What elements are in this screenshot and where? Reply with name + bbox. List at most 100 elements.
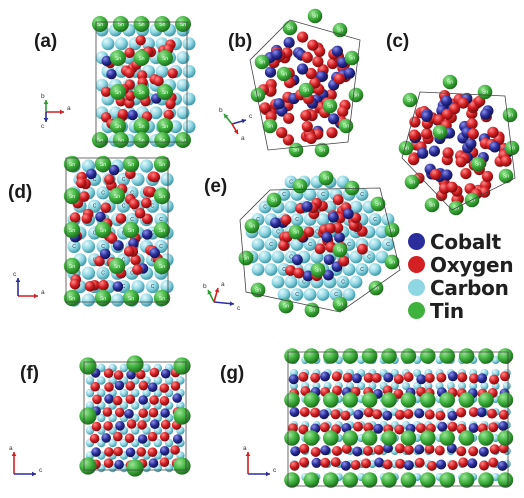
tin-atom bbox=[342, 472, 359, 488]
carbon-atom bbox=[131, 280, 145, 294]
tin-atom bbox=[108, 187, 126, 205]
axis-c-label: c bbox=[39, 467, 43, 474]
oxygen-atom bbox=[170, 381, 181, 391]
carbon-atom-label: C bbox=[360, 267, 364, 273]
carbon-atom bbox=[101, 37, 115, 51]
oxygen-atom bbox=[159, 457, 170, 468]
axis-c-label: c bbox=[237, 305, 241, 312]
tin-atom-label: Sn bbox=[389, 228, 395, 234]
axis-c-arrow-icon bbox=[15, 278, 21, 282]
cobalt-atom bbox=[417, 147, 429, 159]
carbon-atom bbox=[87, 199, 102, 213]
oxygen-atom bbox=[487, 126, 499, 138]
carbon-atom-label: C bbox=[282, 192, 286, 198]
tin-atom-label: Sn bbox=[162, 56, 168, 62]
oxygen-atom bbox=[372, 409, 383, 420]
tin-atom bbox=[400, 430, 417, 446]
carbon-atom-label: C bbox=[315, 229, 319, 235]
tin-atom-label: Sn bbox=[407, 98, 413, 104]
tin-atom bbox=[342, 348, 359, 364]
carbon-atom-label: C bbox=[295, 217, 299, 223]
tin-atom bbox=[477, 84, 493, 100]
oxygen-atom bbox=[159, 396, 170, 406]
tin-atom-label: Sn bbox=[100, 162, 106, 168]
tin-atom bbox=[478, 472, 494, 488]
carbon-atom bbox=[316, 188, 330, 201]
tin-atom bbox=[381, 348, 397, 364]
tin-atom bbox=[424, 197, 440, 213]
oxygen-atom bbox=[79, 191, 90, 202]
carbon-atom-label: C bbox=[263, 204, 267, 210]
tin-atom-label: Sn bbox=[287, 26, 293, 32]
carbon-atom bbox=[349, 200, 363, 214]
cobalt-atom bbox=[319, 409, 329, 420]
oxygen-atom bbox=[165, 98, 176, 110]
tin-atom bbox=[502, 107, 518, 123]
oxygen-atom bbox=[309, 77, 321, 89]
carbon-atom-label: C bbox=[367, 254, 371, 260]
carbon-atom-label: C bbox=[276, 229, 280, 235]
oxygen-atom bbox=[488, 457, 499, 468]
cobalt-atom bbox=[340, 460, 351, 471]
tin-atom bbox=[458, 472, 475, 488]
oxygen-atom bbox=[489, 444, 500, 455]
carbon-atom bbox=[110, 293, 125, 307]
oxygen-atom bbox=[457, 97, 469, 109]
carbon-atom bbox=[176, 78, 190, 92]
tin-atom bbox=[439, 472, 456, 488]
tin-atom bbox=[133, 16, 150, 32]
oxygen-atom bbox=[69, 279, 81, 290]
tin-atom-label: Sn bbox=[138, 124, 144, 130]
cobalt-atom bbox=[478, 446, 489, 457]
tin-atom bbox=[79, 357, 97, 375]
oxygen-atom bbox=[100, 202, 112, 214]
oxygen-atom bbox=[456, 407, 467, 418]
oxygen-atom bbox=[310, 407, 321, 418]
tin-atom-label: Sn bbox=[503, 174, 509, 180]
tin-atom bbox=[384, 254, 400, 270]
cobalt-atom bbox=[441, 169, 453, 181]
oxygen-atom bbox=[130, 254, 141, 266]
tin-atom-label: Sn bbox=[243, 256, 249, 262]
tin-atom bbox=[157, 118, 173, 134]
tin-atom bbox=[133, 84, 150, 100]
tin-atom bbox=[153, 187, 171, 205]
panel-label-g: (g) bbox=[220, 363, 245, 384]
carbon-atom bbox=[251, 238, 265, 251]
carbon-atom bbox=[368, 238, 382, 251]
carbon-atom bbox=[284, 275, 298, 289]
oxygen-atom bbox=[124, 47, 135, 58]
axis-a-label: a bbox=[41, 289, 45, 296]
oxygen-atom bbox=[280, 214, 292, 226]
oxygen-atom bbox=[310, 447, 321, 457]
oxygen-atom bbox=[403, 444, 414, 455]
tin-atom bbox=[112, 132, 129, 148]
tin-atom-label: Sn bbox=[159, 228, 165, 234]
tin-atom bbox=[108, 257, 126, 275]
carbon-atom bbox=[160, 172, 174, 186]
carbon-atom bbox=[139, 159, 154, 173]
oxygen-atom bbox=[441, 108, 453, 120]
oxygen-atom bbox=[326, 127, 338, 139]
cobalt-atom bbox=[292, 254, 303, 266]
tin-atom bbox=[497, 472, 514, 488]
tin-atom bbox=[361, 392, 378, 408]
tin-atom bbox=[63, 155, 81, 173]
oxygen-atom bbox=[456, 446, 467, 457]
unit-cell-frame-g bbox=[287, 351, 509, 487]
tin-atom-label: Sn bbox=[162, 124, 168, 130]
carbon-swatch-icon bbox=[408, 279, 425, 296]
carbon-atom bbox=[119, 388, 129, 398]
carbon-atom bbox=[108, 438, 117, 448]
cobalt-atom bbox=[290, 446, 301, 457]
unit-cell-frame-c bbox=[401, 91, 516, 211]
carbon-atom-label: C bbox=[151, 204, 155, 210]
oxygen-atom bbox=[455, 156, 467, 168]
carbon-atom bbox=[155, 64, 169, 78]
carbon-atom-label: C bbox=[122, 177, 126, 183]
oxygen-atom bbox=[434, 445, 445, 456]
tin-atom-label: Sn bbox=[118, 22, 124, 28]
carbon-atom bbox=[349, 250, 363, 264]
oxygen-atom bbox=[415, 423, 426, 434]
